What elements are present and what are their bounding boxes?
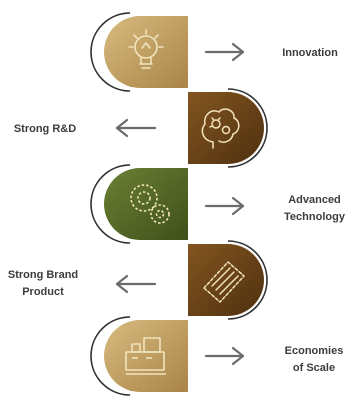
bracket-arc (90, 12, 131, 92)
lightbulb-icon (128, 29, 164, 69)
gear-icon (130, 184, 170, 224)
arrow-left (115, 118, 157, 138)
step-strong-brand-product (115, 240, 268, 320)
arrow-right (204, 196, 245, 216)
arrow-right (204, 346, 245, 366)
brain-gears-icon (201, 108, 240, 149)
step-innovation (90, 12, 245, 92)
label-line: of Scale (292, 362, 336, 374)
bracket-arc (227, 240, 268, 320)
step-block (104, 16, 188, 88)
label-strong-brand-product: Strong Brand Product (2, 267, 84, 301)
label-advanced-technology: Advanced Technology (268, 192, 361, 226)
step-advanced-technology (90, 164, 245, 244)
label-line: Technology (284, 211, 345, 223)
bracket-arc (90, 164, 131, 244)
label-line: Strong Brand (7, 269, 79, 281)
step-block (188, 92, 264, 164)
label-line: Innovation (282, 47, 338, 59)
step-strong-rnd (115, 88, 268, 168)
label-economies-of-scale: Economies of Scale (272, 343, 356, 377)
arrow-left (115, 274, 157, 294)
factory-icon (125, 337, 166, 375)
step-block (104, 168, 188, 240)
label-line: Advanced (288, 194, 341, 206)
label-line: Strong R&D (13, 123, 77, 135)
bracket-arc (90, 316, 131, 396)
label-line: Economies (284, 345, 344, 357)
step-economies-of-scale (90, 316, 245, 396)
label-line: Product (22, 286, 64, 298)
arrow-right (204, 42, 245, 62)
step-block (104, 320, 188, 392)
bracket-arc (227, 88, 268, 168)
label-innovation: Innovation (270, 45, 350, 62)
tag-icon (202, 260, 246, 304)
label-strong-rnd: Strong R&D (2, 121, 88, 138)
